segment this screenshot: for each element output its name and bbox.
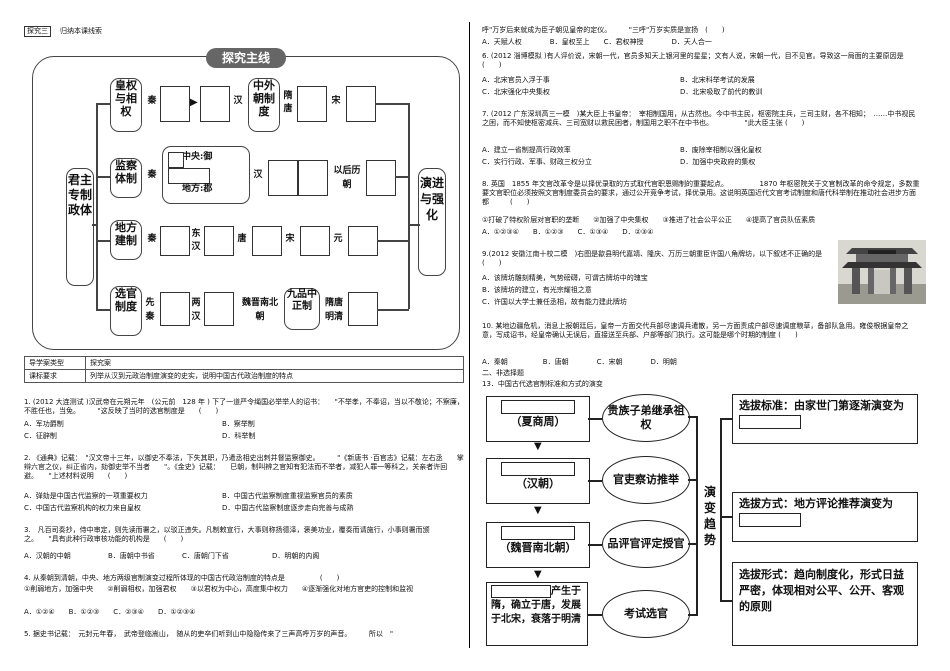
row2-blank-4[interactable] [298,160,328,196]
era-box-1: （夏商周） [486,396,590,442]
q8-statements: ①打破了特权阶层对官职的垄断 ②加强了中央集权 ③推进了社会公平公正 ④提高了官… [482,216,816,224]
selection-flow-diagram: （夏商周） （汉朝） （魏晋南北朝） 产生于隋，确立于唐，发展于北宋，衰落于明清… [484,392,924,648]
row3-blank-3[interactable] [252,226,282,256]
era3-blank[interactable] [501,526,575,540]
row4-blank-3[interactable] [348,292,378,326]
q4-options[interactable]: A．①②④ B．①②③ C．②③④ D．①②③④ [24,608,196,616]
section-label-text: 归纳本课线索 [60,27,102,35]
row3-head: 地方建制 [110,220,142,260]
note2-blank[interactable] [739,513,801,527]
q1-option-c[interactable]: C．征辟制 [24,432,57,440]
q4-stem: 4. 从秦朝到清朝，中央、地方两级官制演变过程所体现的中国古代政治制度的特点是 … [24,574,340,582]
q3-stem: 3. 凡百司奏抄，侍中审定，则先读而署之，以驳正违失。凡制敕宣行，大事则称扬德泽… [24,526,430,543]
method-ellipse-3: 品评官评定授官 [602,520,690,568]
row3-blank-5[interactable] [348,226,378,256]
q6-option-d[interactable]: D．北宋吸取了前代的教训 [680,88,763,96]
q6-option-c[interactable]: C．北宋强化中央集权 [482,88,550,96]
q9-option-a[interactable]: A．该牌坊雕刻精美，气势磅礴，可谓古牌坊中的瑰宝 [482,274,648,282]
era-box-2: （汉朝） [486,458,590,504]
q3-option-d[interactable]: D．明朝的内阁 [272,552,320,560]
era-box-3: （魏晋南北朝） [486,522,590,568]
q7-option-b[interactable]: B．废除宰相制以强化皇权 [680,146,762,154]
q10-stem: 10. 某地边疆危机，消息上报朝廷后，皇帝一方面交代兵部尽速调兵遣散，另一方面责… [482,322,909,339]
q9-option-c[interactable]: C．许国以大学士兼任丞相，故有能力建此牌坊 [482,298,627,306]
row1-blank-4[interactable] [346,86,376,122]
q13-title: 13．中国古代选官制标准和方式的演变 [482,380,603,388]
row2-blank-1[interactable] [168,152,184,168]
worksheet-page: 探究三 归纳本课线索 探究主线 君主专制政体 演进与强化 皇权与相权 秦 ▶ [22,22,928,648]
method-ellipse-2: 官吏察访推举 [602,456,690,504]
column-divider [469,22,470,648]
era2-blank[interactable] [501,462,575,476]
section-label-box: 探究三 [24,26,51,37]
left-spine [96,103,98,309]
q5-options[interactable]: A．天赋人权 B．皇权至上 C．君权神授 D．天人合一 [482,38,712,46]
trend-title: 演进与强化 [418,168,446,276]
q2-option-c[interactable]: C．中国古代监察机构的权力来自皇权 [24,504,141,512]
q2-option-a[interactable]: A．弹劾是中国古代监察的一项重要权力 [24,492,148,500]
row3-blank-4[interactable] [300,226,330,256]
q8-options[interactable]: A．①②③④ B．①②③ C．①③④ D．②③④ [482,228,654,236]
q7-option-c[interactable]: C．实行行政、军事、财政三权分立 [482,158,592,166]
mind-map-banner: 探究主线 [206,48,286,68]
q8-stem: 8. 英国 1855 年文官改革令是以择优录取的方式取代官职恩赐制的重要起点。 … [482,180,920,206]
q2-option-b[interactable]: B．中国古代监察制度重视监察官员的素质 [222,492,353,500]
row1-blank-2[interactable] [200,86,230,122]
q5-stem: 5. 据史书记载： 元封元年春， 武帝登临嵩山， 随从的吏卒们听到山中隐隐传来了… [24,630,394,638]
center-title: 君主专制政体 [66,168,94,286]
note-method: 选拔方式：地方评论推荐演变为 [732,492,918,542]
row4-blank-2[interactable] [204,292,234,326]
q1-option-d[interactable]: D．科举制 [222,432,256,440]
row2-blank-2[interactable] [168,168,210,184]
q5-continued: 呼"万岁后来就成为臣子朝见皇帝的定仪。 "三呼"万岁实质是宣扬 ( ) [482,26,725,34]
q2-stem: 2. 《通典》记载： "汉文帝十三年，以御史不奉法，下失其职，乃遣丞相史出刺并督… [24,454,464,480]
q6-stem: 6. (2012 淄博模拟 )有人评价说，宋朝一代，官员多知天上银河里的星星；文… [482,52,918,69]
era1-blank[interactable] [501,400,575,414]
row2-blank-5[interactable] [366,160,396,196]
row4-head: 选官制度 [110,286,142,336]
q3-option-c[interactable]: C．唐朝门下省 [182,552,229,560]
row1-center: 中外朝制度 [248,78,280,132]
q6-option-a[interactable]: A．北宋官员入浮于事 [482,76,550,84]
note-form: 选拔形式：趋向制度化，形式日益严密，体现相对公平、公开、客观的原则 [732,562,918,646]
q3-option-b[interactable]: B．唐朝中书省 [108,552,155,560]
row2-head: 监察体制 [110,158,142,198]
archway-photo-icon [838,240,926,304]
row1-blank-3[interactable] [297,86,327,122]
q9-option-b[interactable]: B．该牌坊的建立，有光宗耀祖之意 [482,286,592,294]
q10-options[interactable]: A．秦朝 B．唐朝 C．宋朝 D．明朝 [482,358,677,366]
trend-label: 演变趋势 [703,485,716,547]
mind-map: 探究主线 君主专制政体 演进与强化 皇权与相权 秦 ▶ 汉 中外朝制度 隋唐 [32,48,462,352]
right-spine [408,103,410,309]
note-standard: 选拔标准：由家世门第逐渐演变为 [732,394,918,444]
q7-option-a[interactable]: A．建立一省制提高行政效率 [482,146,571,154]
row1-blank-1[interactable] [160,86,190,122]
era4-blank[interactable] [491,585,551,598]
row2-blank-3[interactable] [268,160,298,196]
q1-option-b[interactable]: B．察举制 [222,420,255,428]
q9-stem: 9.(2012 安徽江南十校二模 )右图是歙县明代嘉靖、隆庆、万历三朝重臣许国八… [482,250,830,267]
q7-stem: 7. (2012 广东深圳高三一模 )某大臣上书皇帝： 宰相制国用，从古然也。今… [482,110,916,127]
row4-center: 九品中正制 [284,288,320,330]
q2-option-d[interactable]: D．中国古代监察制度逐步走向完善与成熟 [222,504,354,512]
method-ellipse-4: 考试选官 [602,590,690,638]
section-nonchoice: 二、非选择题 [482,369,524,377]
q4-statements: ①削弱地方，加强中央 ②削弱相权，加强君权 ③以君权为中心，高度集中权力 ④逐渐… [24,585,414,593]
q6-option-b[interactable]: B．北宋科举考试的发展 [680,76,755,84]
q1-option-a[interactable]: A．军功爵制 [24,420,64,428]
row1-head: 皇权与相权 [110,78,142,132]
method-ellipse-1: 贵族子弟继承祖权 [602,394,690,442]
note1-blank[interactable] [739,415,801,429]
q3-option-a[interactable]: A．汉朝的中朝 [24,552,71,560]
guide-meta-table: 导学案类型探究案 课标要求列举从汉到元政治制度演变的史实，说明中国古代政治制度的… [24,356,464,383]
era-box-4: 产生于隋，确立于唐，发展于北宋，衰落于明清 [486,582,588,646]
q7-option-d[interactable]: D．加强中央政府的集权 [680,158,756,166]
q1-stem: 1. (2012 大连测试 )汉武帝在元朔元年 (公元前 128 年 ) 下了一… [24,398,464,415]
row3-blank-1[interactable] [160,226,190,256]
row4-blank-1[interactable] [160,292,190,326]
row3-blank-2[interactable] [204,226,234,256]
